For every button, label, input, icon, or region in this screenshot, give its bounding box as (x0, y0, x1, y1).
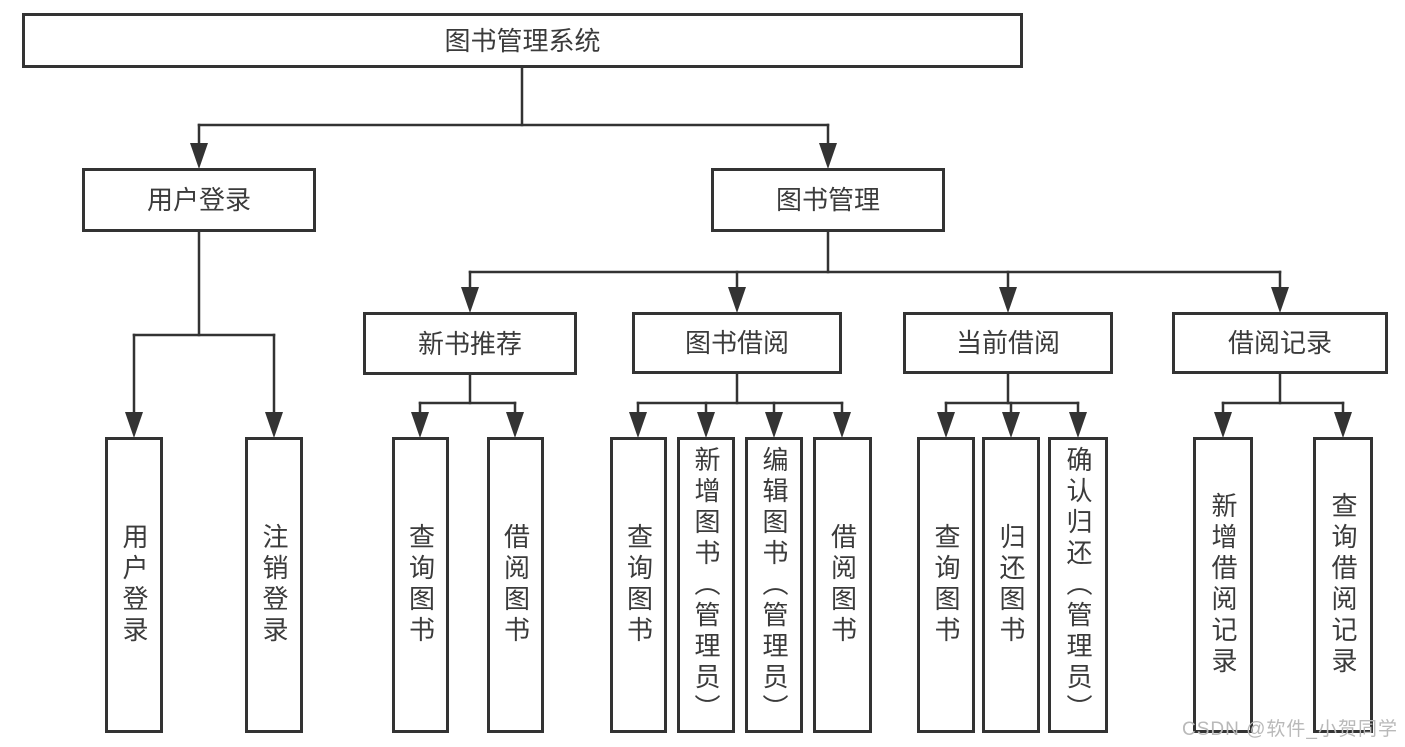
node-new-book-recommend: 新书推荐 (363, 312, 577, 375)
node-borrow-records: 借阅记录 (1172, 312, 1388, 374)
arrowheads (125, 143, 1352, 438)
leaf-query-books-borrow: 查询图书 (610, 437, 667, 733)
node-user-login: 用户登录 (82, 168, 316, 232)
leaf-user-login: 用户登录 (105, 437, 163, 733)
leaf-query-books-current: 查询图书 (917, 437, 975, 733)
node-book-borrow: 图书借阅 (632, 312, 842, 374)
node-book-management: 图书管理 (711, 168, 945, 232)
watermark: CSDN @软件_小贺同学 (1182, 719, 1398, 740)
leaf-edit-book-admin: 编辑图书（管理员） (745, 437, 803, 733)
leaf-borrow-books-borrow: 借阅图书 (813, 437, 872, 733)
leaf-borrow-books-recommend: 借阅图书 (487, 437, 544, 733)
leaf-confirm-return-admin: 确认归还（管理员） (1048, 437, 1108, 733)
leaf-add-borrow-record: 新增借阅记录 (1193, 437, 1253, 733)
leaf-add-book-admin: 新增图书（管理员） (677, 437, 735, 733)
node-root: 图书管理系统 (22, 13, 1023, 68)
leaf-return-book: 归还图书 (982, 437, 1040, 733)
leaf-query-borrow-record: 查询借阅记录 (1313, 437, 1373, 733)
node-current-borrow: 当前借阅 (903, 312, 1113, 374)
leaf-logout: 注销登录 (245, 437, 303, 733)
leaf-query-books-recommend: 查询图书 (392, 437, 449, 733)
